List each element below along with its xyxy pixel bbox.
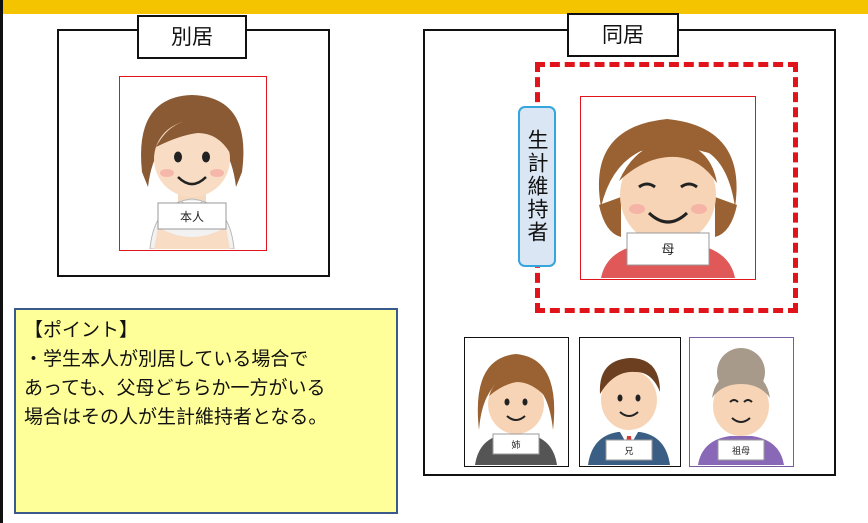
together-tab: 同居 <box>567 13 679 57</box>
sister-illustration: 姉 <box>475 354 557 465</box>
grandmother-badge: 祖母 <box>732 445 750 457</box>
sister-photo-frame: 姉 <box>464 337 569 467</box>
self-badge: 本人 <box>180 210 204 224</box>
point-line-3: 場合はその人が生計維持者となる。 <box>24 406 328 428</box>
grandmother-illustration: 祖母 <box>698 348 784 465</box>
point-line-2: あっても、父母どちらか一方がいる <box>24 377 326 399</box>
sister-badge: 姉 <box>511 439 520 451</box>
breadwinner-label: 生計維持者 <box>518 106 556 267</box>
self-illustration: 本人 <box>141 95 244 249</box>
left-border <box>0 0 3 523</box>
mother-photo-frame: 母 <box>580 96 756 280</box>
title-band <box>0 0 868 14</box>
mother-illustration: 母 <box>598 119 737 278</box>
point-note: 【ポイント】 ・学生本人が別居している場合で あっても、父母どちらか一方がいる … <box>14 308 398 514</box>
self-photo-frame: 本人 <box>119 76 267 251</box>
mother-badge: 母 <box>661 243 674 258</box>
point-heading: 【ポイント】 <box>24 319 139 341</box>
brother-illustration: 兄 <box>588 358 670 465</box>
grandmother-photo-frame: 祖母 <box>689 337 794 467</box>
brother-badge: 兄 <box>624 446 633 457</box>
brother-photo-frame: 兄 <box>579 337 681 467</box>
point-line-1: ・学生本人が別居している場合で <box>24 348 309 370</box>
separate-tab: 別居 <box>137 15 247 59</box>
